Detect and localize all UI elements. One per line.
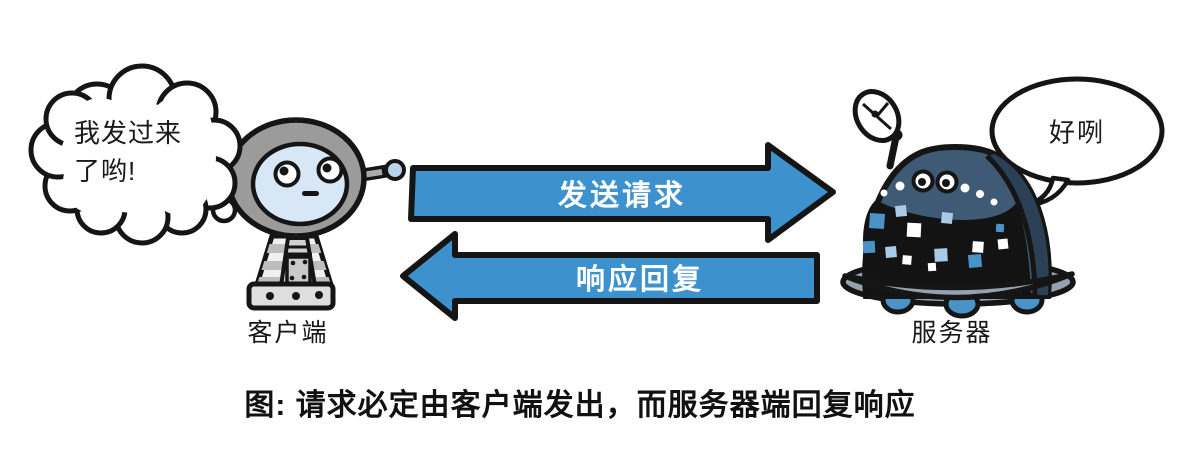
server-speech-text: 好咧: [1048, 117, 1106, 148]
client-mouth: [302, 191, 319, 196]
client-face: [250, 141, 350, 227]
server-saucer: [842, 271, 1075, 301]
antenna-ball: [384, 159, 406, 181]
response-arrow-label: 响应回复: [575, 264, 705, 296]
server-speech-bubble: [989, 76, 1165, 208]
server-label: 服务器: [911, 319, 993, 347]
request-arrow-label: 发送请求: [557, 180, 687, 212]
server-robot-illustration: [840, 89, 1076, 319]
response-arrow: [400, 231, 820, 321]
client-speech-text: 我发过来了哟!: [74, 118, 183, 186]
request-arrow: [408, 142, 836, 243]
server-screen-pixels: [862, 204, 1009, 272]
client-robot-illustration: [225, 117, 406, 311]
client-label: 客户端: [247, 319, 329, 347]
client-speech-bubble: [28, 63, 243, 246]
figure-caption: 图: 请求必定由客户端发出，而服务器端回复响应: [244, 389, 916, 422]
server-screen: [863, 200, 1031, 296]
